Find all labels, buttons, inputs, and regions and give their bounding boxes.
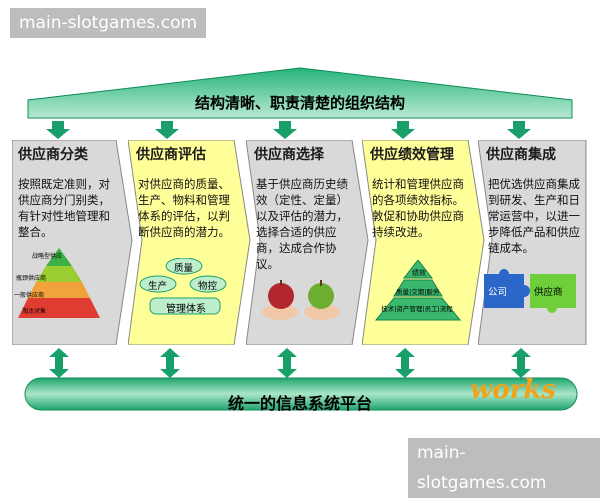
pyramid-label: 瓶颈供应商 (16, 275, 47, 282)
card-body: 对供应商的质量、生产、物料和管理体系的评估，以判断供应商的潜力。 (138, 177, 230, 239)
watermark-top: main-slotgames.com (10, 8, 207, 38)
pyramid-label: 战略型供应 (32, 253, 63, 260)
chip-material-control: 物控 (198, 281, 218, 292)
chip-quality: 质量 (174, 263, 194, 274)
card-supplier-evaluation: 供应商评估 对供应商的质量、生产、物料和管理体系的评估，以判断供应商的潜力。 质… (128, 140, 252, 345)
card-supplier-integration: 供应商集成 把优选供应商集成到研发、生产和日常运营中，以进一步降低产品和供应链成… (478, 140, 590, 345)
down-arrow-icon (507, 121, 531, 139)
platform-title: 统一的信息系统平台 (227, 394, 372, 413)
card-performance-management: 供应绩效管理 统计和管理供应商的各项绩效指标。敦促和协助供应商持续改进。 绩效 … (362, 140, 486, 345)
puzzle-label-supplier: 供应商 (534, 287, 563, 298)
pyramid-label: 淘汰对象 (22, 308, 47, 315)
chip-production: 生产 (148, 281, 168, 292)
card-body: 按照既定准则，对供应商分门别类，有针对性地管理和整合。 (18, 177, 110, 239)
double-arrow-icon (511, 348, 531, 378)
performance-pyramid-icon (374, 260, 462, 321)
pyramid-label: 质量|交期|服务 (396, 288, 440, 296)
double-arrow-icon (160, 348, 180, 378)
down-arrow-icon (391, 121, 415, 139)
evaluation-chips (139, 258, 227, 315)
card-body: 把优选供应商集成到研发、生产和日常运营中，以进一步降低产品和供应链成本。 (488, 177, 580, 255)
apples-image (262, 280, 340, 320)
card-title: 供应商分类 (18, 147, 88, 163)
double-arrow-icon (395, 348, 415, 378)
card-title: 供应商评估 (136, 147, 206, 163)
card-title: 供应绩效管理 (370, 147, 454, 163)
card-title: 供应商集成 (486, 147, 556, 163)
double-arrow-icon (49, 348, 69, 378)
card-body: 统计和管理供应商的各项绩效指标。敦促和协助供应商持续改进。 (372, 177, 464, 239)
pyramid-label: 一般供应商 (14, 292, 45, 299)
pyramid-label: 绩效 (412, 269, 426, 277)
down-arrow-icon (46, 121, 70, 139)
card-supplier-classification: 供应商分类 按照既定准则，对供应商分门别类，有针对性地管理和整合。 战略型供应 … (12, 140, 134, 345)
double-arrow-icon (277, 348, 297, 378)
card-body: 基于供应商历史绩效（定性、定量）以及评估的潜力，选择合适的供应商，达成合作协议。 (256, 177, 348, 271)
roof-banner (24, 67, 578, 411)
pyramid-label: 技术|资产管理|员工|流程 (381, 305, 453, 313)
card-title: 供应商选择 (254, 147, 324, 163)
pyramid-icon (18, 248, 100, 318)
eworks-logo: works (470, 375, 557, 405)
down-arrow-icon (273, 121, 297, 139)
down-arrow-icon (155, 121, 179, 139)
puzzle-icon (484, 269, 576, 313)
roof-title: 结构清晰、职责清楚的组织结构 (194, 94, 405, 112)
card-supplier-selection: 供应商选择 基于供应商历史绩效（定性、定量）以及评估的潜力，选择合适的供应商，达… (246, 140, 370, 345)
puzzle-label-company: 公司 (488, 287, 508, 298)
chip-management-system: 管理体系 (166, 304, 206, 315)
